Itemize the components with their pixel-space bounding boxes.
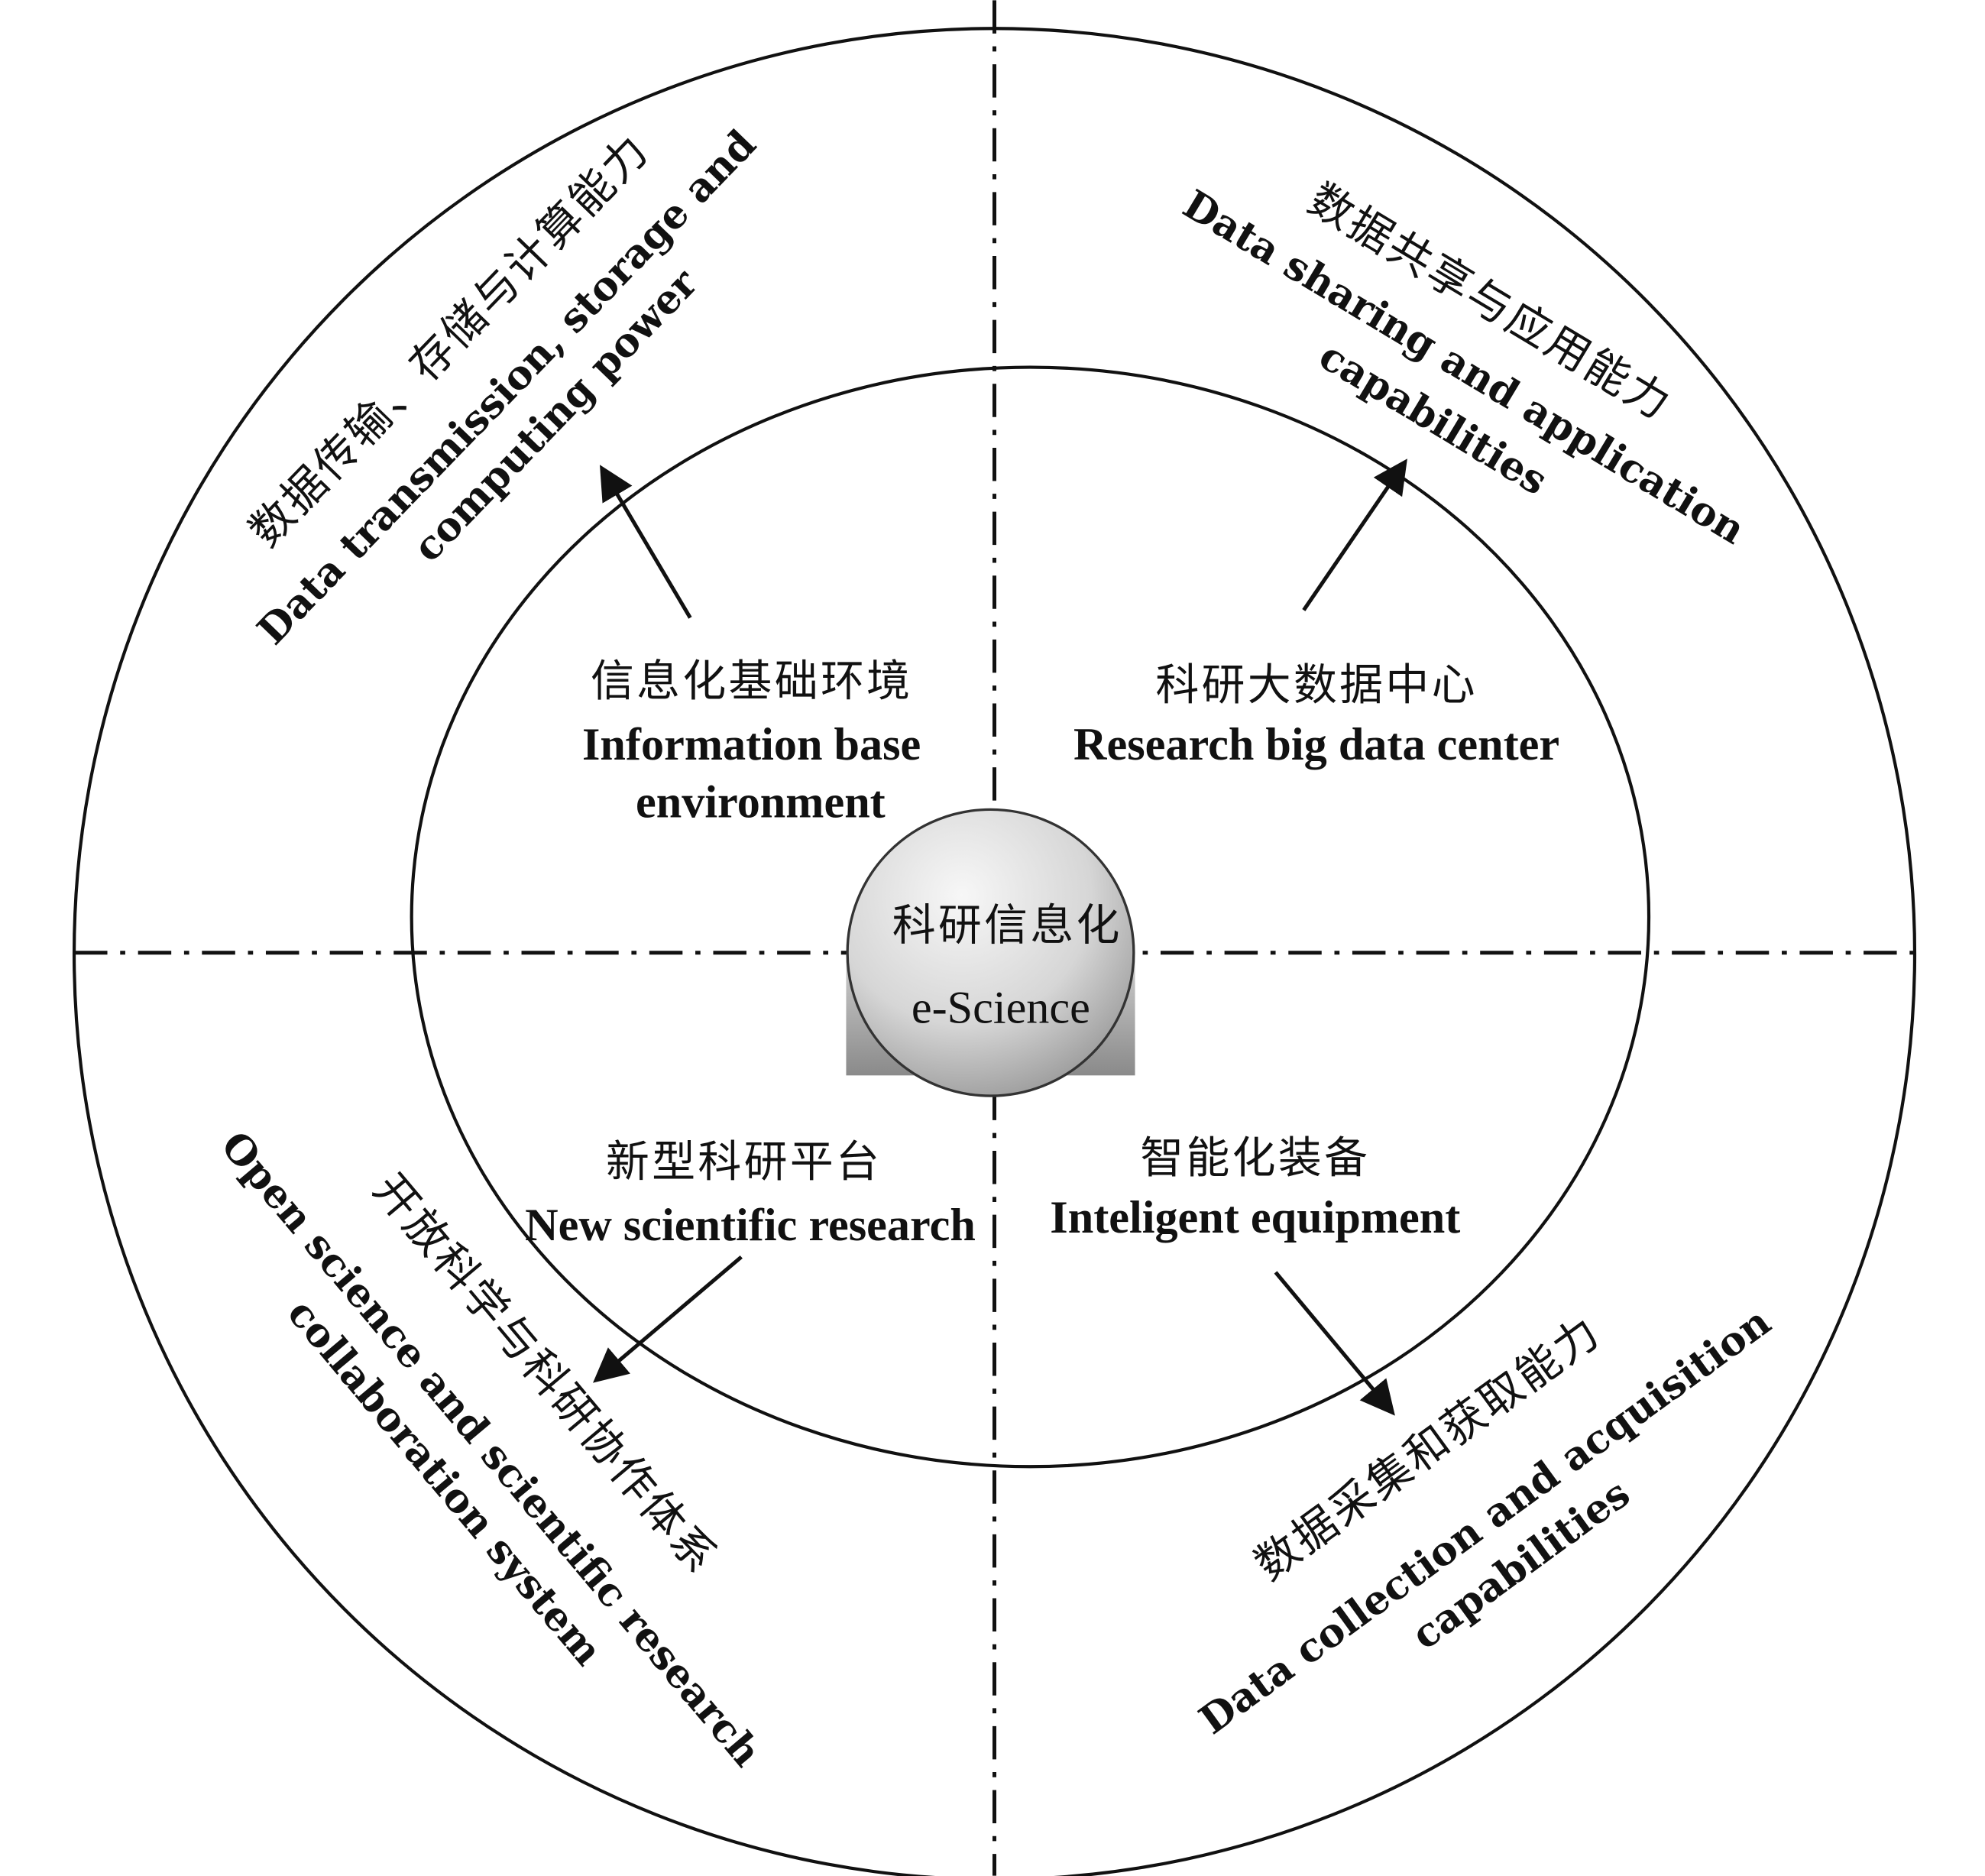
inner-br-en1: Inteligent equipment <box>1050 1192 1460 1243</box>
inner-tr-zh: 科研大数据中心 <box>1155 660 1477 711</box>
inner-bl-en1: New scientific research <box>525 1200 976 1251</box>
arrow-top-right <box>1302 458 1407 611</box>
outer-bl-en2: collaboration system <box>278 1290 611 1674</box>
inner-tl-en2: environment <box>636 776 886 828</box>
center-sphere <box>846 808 1135 1097</box>
inner-tl-en1: Information base <box>582 719 921 770</box>
outer-bottom-right-label: 数据采集和获取能力 Data collection and acquisitio… <box>1191 1298 1779 1744</box>
outer-tr-en1: Data sharing and application <box>1175 181 1753 554</box>
center-label-zh: 科研信息化 <box>892 900 1122 951</box>
inner-br-zh: 智能化装备 <box>1140 1132 1370 1183</box>
outer-tl-en1: Data transmission, storage and <box>248 121 765 653</box>
inner-bl-zh: 新型科研平台 <box>606 1136 882 1187</box>
inner-tl-zh: 信息化基础环境 <box>591 656 912 706</box>
center-label-en: e-Science <box>912 983 1090 1034</box>
outer-br-en1: Data collection and acquisition <box>1191 1298 1779 1744</box>
inner-tr-en1: Research big data center <box>1073 719 1559 770</box>
outer-top-right-label: 数据共享与应用能力 Data sharing and application c… <box>1175 174 1753 554</box>
inner-circle <box>410 365 1651 1469</box>
arrow-top-left <box>600 465 692 619</box>
arrow-bottom-left <box>593 1255 743 1383</box>
outer-top-left-label: 数据传输、存储与计算能力 Data transmission, storage … <box>240 121 765 653</box>
arrow-bottom-right <box>1274 1271 1395 1416</box>
